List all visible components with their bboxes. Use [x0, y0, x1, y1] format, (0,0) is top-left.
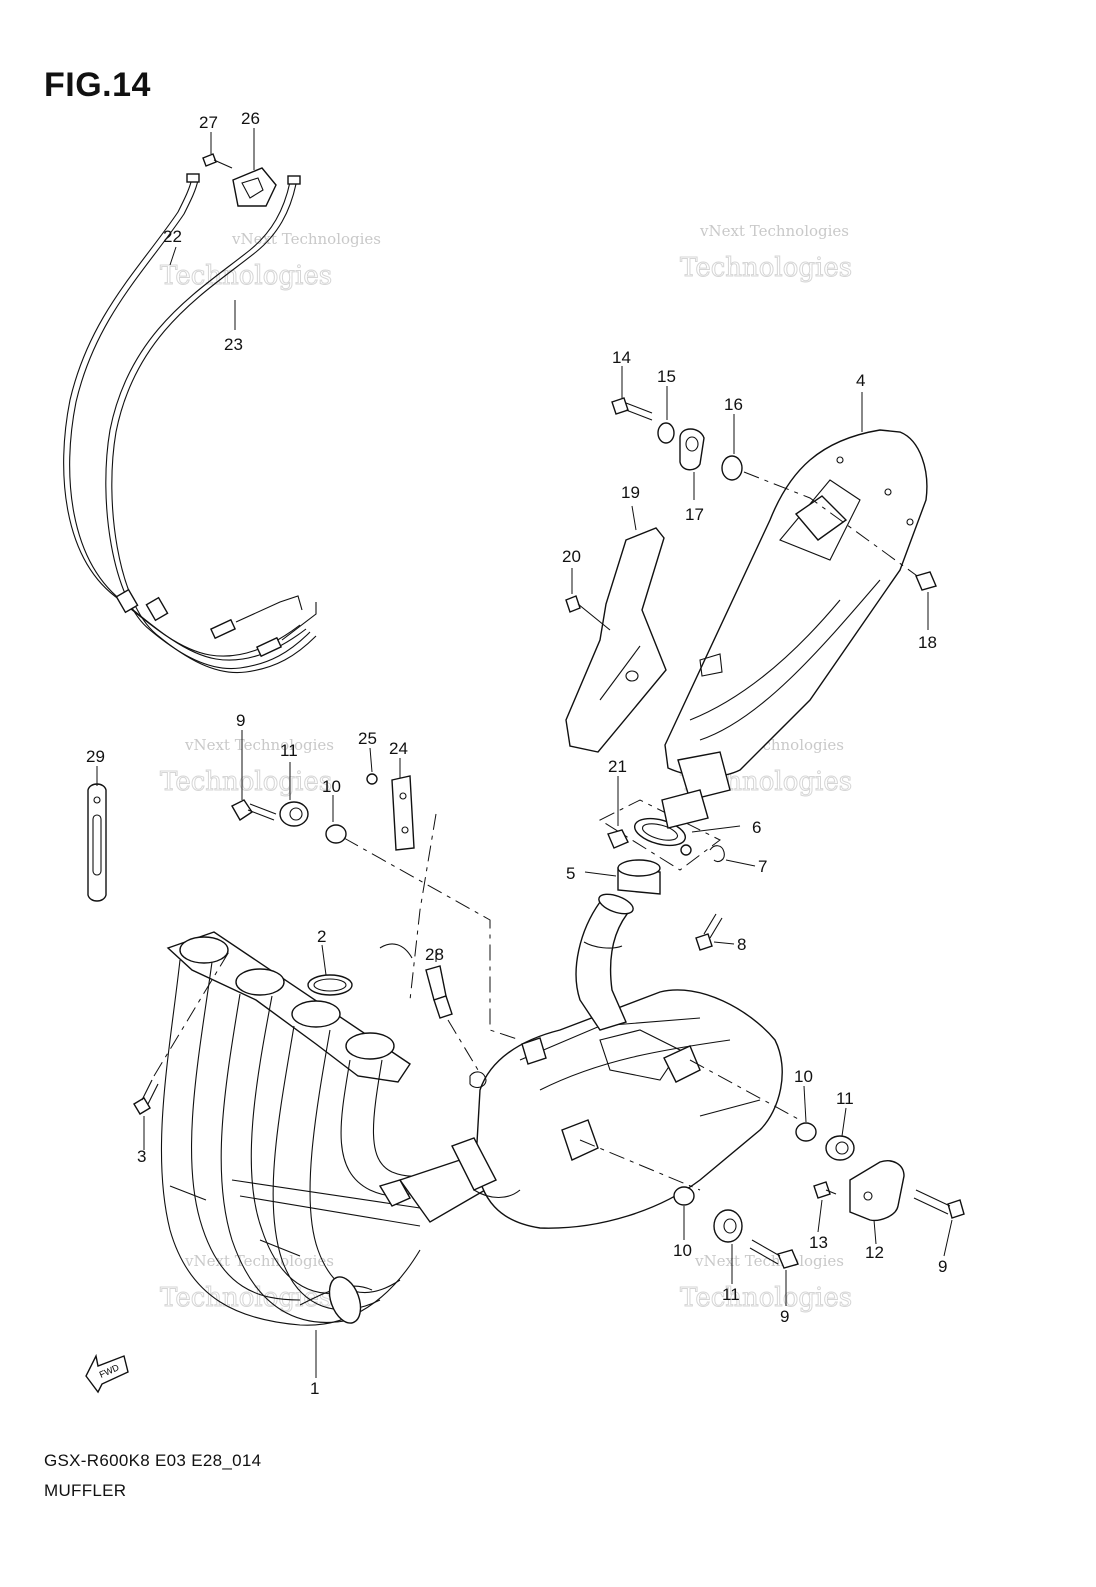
callout-11-lower: 11	[722, 1285, 740, 1304]
callout-3: 3	[137, 1147, 146, 1166]
part-18-nut	[915, 571, 937, 630]
part-27-bolt	[202, 132, 233, 169]
watermark-text: Technologies	[680, 253, 852, 283]
callout-14: 14	[612, 348, 631, 367]
fwd-arrow-icon: FWD	[85, 1353, 129, 1394]
watermark-text: vNext Technologies	[184, 1252, 334, 1270]
callout-7: 7	[758, 857, 767, 876]
callout-9-right: 9	[938, 1257, 947, 1276]
muffler-chamber	[451, 989, 783, 1229]
callout-25: 25	[358, 729, 377, 748]
callout-11-right: 11	[836, 1089, 854, 1108]
callout-9-lower: 9	[780, 1307, 789, 1326]
watermark-text: vNext Technologies	[184, 736, 334, 754]
link-pipe	[575, 893, 634, 1031]
part-5-sleeve	[584, 859, 661, 895]
part-17-rubber	[679, 428, 705, 500]
watermark-text: vNext Technologies	[231, 230, 381, 248]
callout-23: 23	[224, 335, 243, 354]
callout-10-lower: 10	[673, 1241, 692, 1260]
callout-21: 21	[608, 757, 627, 776]
callout-4: 4	[856, 371, 865, 390]
part-4-silencer	[661, 392, 928, 829]
part-24-stay	[391, 758, 437, 1001]
callout-16: 16	[724, 395, 743, 414]
callout-28: 28	[425, 945, 444, 964]
part-12-bracket	[849, 1160, 905, 1245]
figure-title: FIG.14	[44, 66, 151, 104]
callout-13: 13	[809, 1233, 828, 1252]
callout-15: 15	[657, 367, 676, 386]
watermark-text: Technologies	[160, 767, 332, 797]
watermark-text: Technologies	[160, 261, 332, 291]
callout-5: 5	[566, 864, 575, 883]
callout-17: 17	[685, 505, 704, 524]
callout-10-right: 10	[794, 1067, 813, 1086]
callout-8: 8	[737, 935, 746, 954]
part-22-23-throttle-cables	[63, 173, 317, 674]
callout-6: 6	[752, 818, 761, 837]
callout-27: 27	[199, 113, 218, 132]
part-2-gasket	[307, 944, 353, 996]
part-16-collar	[721, 414, 921, 579]
part-9-bolt-right	[913, 1189, 965, 1257]
watermark-text: vNext Technologies	[699, 222, 849, 240]
callout-18: 18	[918, 633, 937, 652]
part-26-servo-cover	[232, 128, 277, 207]
part-7-spring	[709, 845, 756, 867]
part-20-screw	[565, 568, 611, 631]
part-19-heat-shield	[565, 505, 667, 753]
hanger-set-right-upper	[689, 1059, 855, 1161]
callout-labels: 1 2 3 4 5 6 7 8 9 9 9 10 10 10 11 11 11 …	[86, 109, 947, 1398]
hanger-set-upper-left	[231, 730, 521, 1041]
part-3-bolt	[133, 949, 231, 1150]
diagram-footer: GSX-R600K8 E03 E28_014 MUFFLER	[44, 1446, 261, 1506]
part-21-nut	[607, 776, 629, 849]
part-14-bolt	[611, 366, 653, 421]
callout-19: 19	[621, 483, 640, 502]
callout-9-upper: 9	[236, 711, 245, 730]
watermark-text: Technologies	[160, 1283, 332, 1313]
callout-1: 1	[310, 1379, 319, 1398]
part-1-exhaust-header	[160, 931, 494, 1378]
callout-10-upper: 10	[322, 777, 341, 796]
hanger-set-lower	[579, 1139, 799, 1306]
part-8-bolt	[695, 913, 735, 951]
part-25-nut	[366, 747, 378, 785]
callout-2: 2	[317, 927, 326, 946]
callout-24: 24	[389, 739, 408, 758]
callout-20: 20	[562, 547, 581, 566]
callout-29: 29	[86, 747, 105, 766]
section-name: MUFFLER	[44, 1481, 127, 1500]
part-28-sensor	[379, 943, 479, 1071]
watermark-text: vNext Technologies	[694, 1252, 844, 1270]
part-13-bolt	[813, 1181, 837, 1233]
callout-12: 12	[865, 1243, 884, 1262]
callout-26: 26	[241, 109, 260, 128]
callout-22: 22	[163, 227, 182, 246]
part-29-bracket	[87, 766, 107, 902]
watermark-text: Technologies	[680, 1283, 852, 1313]
part-15-washer	[657, 386, 675, 444]
model-code: GSX-R600K8 E03 E28_014	[44, 1451, 262, 1470]
callout-11-upper: 11	[280, 741, 298, 760]
